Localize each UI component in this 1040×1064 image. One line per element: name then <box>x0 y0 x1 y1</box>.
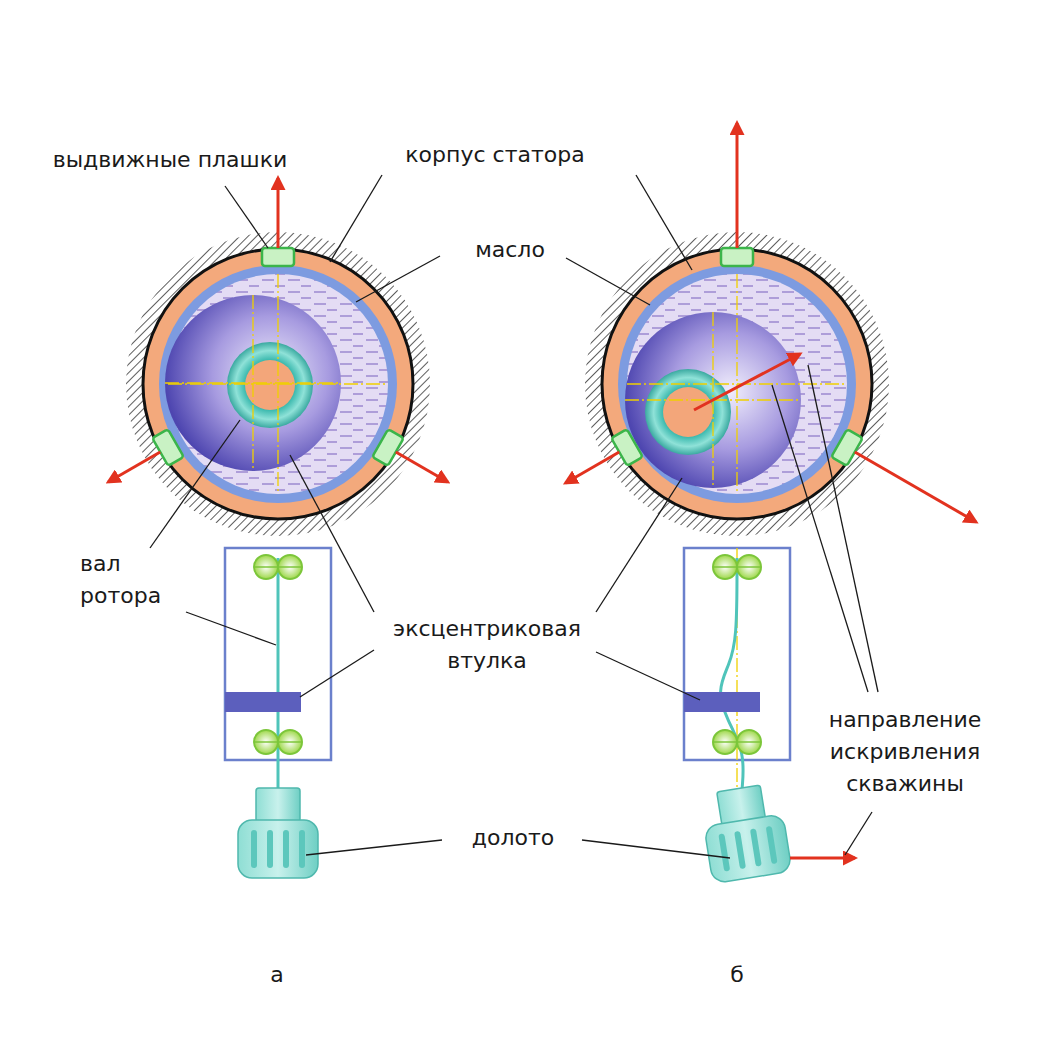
leader-line <box>290 455 374 612</box>
bearing <box>713 730 737 754</box>
leader-lines <box>150 175 878 858</box>
extendable-pad <box>152 429 184 466</box>
part-label: выдвижные плашки <box>25 144 315 176</box>
extendable-pad <box>831 429 863 466</box>
stator-housing <box>602 249 872 519</box>
drill-bit <box>238 788 318 878</box>
eccentric-sleeve <box>625 312 801 488</box>
subfigure-label: б <box>717 959 757 991</box>
force-arrow <box>694 354 800 410</box>
leader-line <box>225 186 268 248</box>
leader-line <box>596 478 682 612</box>
extendable-pad <box>372 429 404 466</box>
rotor-bearing <box>645 369 731 455</box>
extendable-pad <box>262 248 294 266</box>
leader-line <box>845 812 872 855</box>
leader-line <box>330 175 382 262</box>
subfigure-label: а <box>257 959 297 991</box>
rotor-shaft <box>721 558 743 790</box>
bearing <box>254 730 278 754</box>
leader-line <box>356 256 440 302</box>
leader-line <box>300 650 374 697</box>
axis-line <box>165 382 341 383</box>
leader-line <box>186 612 276 645</box>
leader-line <box>636 175 692 270</box>
extendable-pad <box>611 429 643 466</box>
borehole-wall <box>585 232 889 536</box>
axis-line <box>627 383 847 384</box>
eccentric-sleeve <box>225 692 301 712</box>
stator-housing <box>143 249 413 519</box>
part-label: корпус статора <box>380 139 610 171</box>
leader-line <box>596 652 700 700</box>
force-arrow <box>566 452 620 483</box>
part-label: масло <box>450 234 570 266</box>
leader-line <box>582 840 730 858</box>
eccentric-sleeve <box>684 692 760 712</box>
leader-line <box>566 258 650 305</box>
rotor-shaft <box>663 387 713 437</box>
drive-section <box>225 548 331 878</box>
bearing <box>278 555 302 579</box>
part-label: долото <box>448 822 578 854</box>
force-arrow <box>108 452 160 482</box>
force-arrow <box>855 452 976 522</box>
eccentric-sleeve <box>165 295 341 471</box>
stator-ring <box>618 265 856 503</box>
leader-line <box>150 420 240 548</box>
bearing <box>737 730 761 754</box>
leader-line <box>306 840 442 855</box>
bearing <box>254 555 278 579</box>
rotor-bearing <box>227 342 313 428</box>
force-arrow <box>790 857 855 860</box>
part-label: эксцентриковая втулка <box>377 613 597 677</box>
force-arrow <box>396 452 448 482</box>
stator-ring <box>159 265 397 503</box>
leader-line <box>772 385 868 692</box>
cross-section <box>566 123 976 536</box>
leader-line <box>808 365 878 692</box>
drill-bit <box>699 782 792 883</box>
extendable-pad <box>721 248 753 266</box>
bearing <box>278 730 302 754</box>
borehole-wall <box>126 232 430 536</box>
part-label: направление искривления скважины <box>818 704 993 800</box>
force-arrow <box>736 123 739 248</box>
bearing <box>713 555 737 579</box>
oil <box>168 274 388 494</box>
part-label: вал ротора <box>80 548 180 612</box>
bearing <box>737 555 761 579</box>
force-arrow <box>277 178 280 248</box>
rotor-shaft <box>277 558 280 792</box>
cross-section <box>108 178 447 536</box>
